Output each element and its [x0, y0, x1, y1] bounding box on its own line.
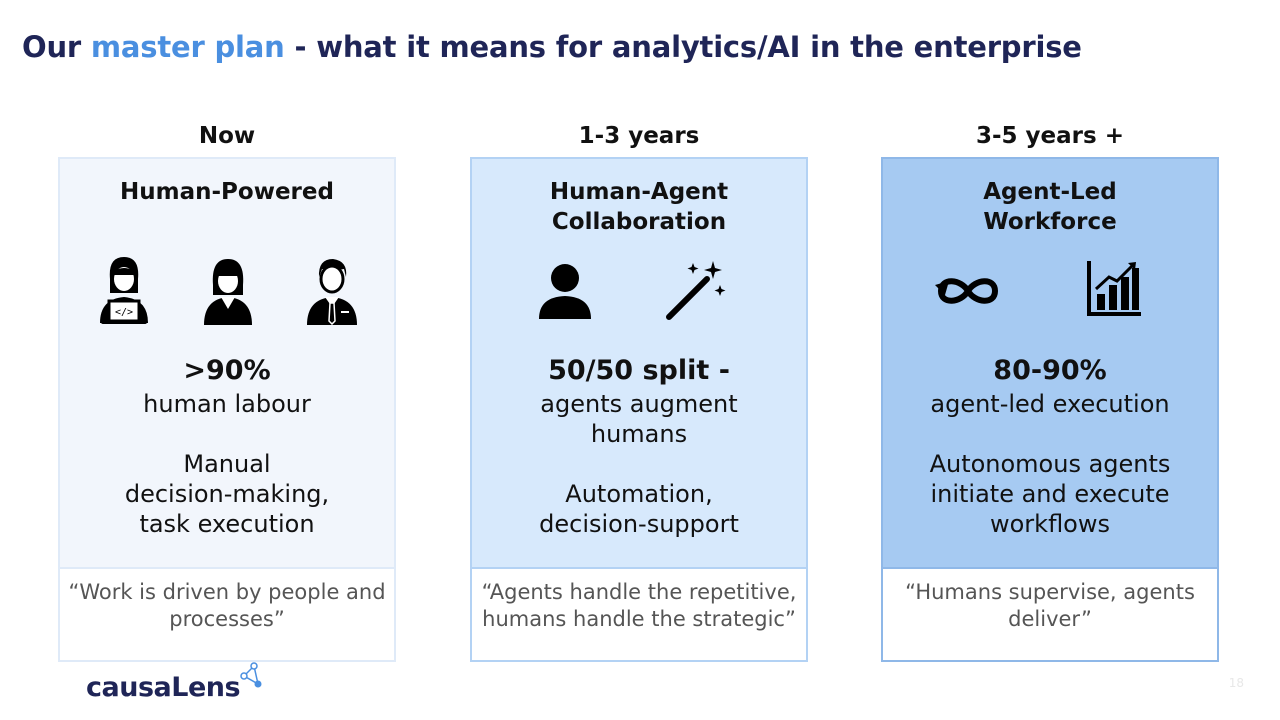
page-number: 18	[1228, 676, 1244, 690]
stat-value: >90%	[183, 355, 271, 386]
card-title: Human-Powered	[120, 179, 334, 205]
stat-caption: human labour	[143, 390, 311, 418]
card-quote: “Humans supervise, agents deliver”	[905, 580, 1195, 631]
stat-caption: agents augment humans	[540, 390, 738, 448]
column-heading-now: Now	[198, 123, 256, 149]
card-agent-led-workforce: Agent-Led Workforce 80-	[881, 157, 1219, 662]
column-heading-3-5-years: 3-5 years +	[976, 123, 1124, 149]
woman-person-icon	[201, 257, 255, 325]
card-icons	[883, 255, 1217, 327]
title-suffix: - what it means for analytics/AI in the …	[284, 30, 1082, 64]
card-human-agent-collaboration: Human-Agent Collaboration 50/50 split - …	[470, 157, 808, 662]
person-icon	[537, 263, 593, 321]
infinity-loop-icon	[933, 271, 1003, 311]
stat-value: 50/50 split -	[548, 355, 730, 386]
card-icons: </>	[60, 255, 394, 327]
developer-person-icon: </>	[96, 255, 152, 325]
card-top-panel: Human-Agent Collaboration 50/50 split - …	[472, 159, 806, 569]
card-quote: “Work is driven by people and processes”	[68, 580, 386, 631]
card-human-powered: Human-Powered </>	[58, 157, 396, 662]
title-highlight: master plan	[90, 30, 285, 64]
card-description: Automation, decision-support	[539, 480, 739, 538]
card-description: Autonomous agents initiate and execute w…	[929, 450, 1171, 538]
card-description: Manual decision-making, task execution	[124, 450, 330, 538]
businessman-person-icon	[304, 257, 360, 325]
card-title: Agent-Led Workforce	[983, 179, 1117, 235]
magic-wand-icon	[665, 259, 727, 321]
title-prefix: Our	[22, 30, 91, 64]
card-top-panel: Agent-Led Workforce 80-	[883, 159, 1217, 569]
card-icons	[472, 255, 806, 327]
page-title: Our master plan - what it means for anal…	[22, 30, 1082, 64]
svg-text:</>: </>	[115, 307, 133, 318]
causalens-logo: causaLens	[86, 672, 241, 703]
card-quote: “Agents handle the repetitive, humans ha…	[481, 580, 797, 631]
stat-value: 80-90%	[993, 355, 1107, 386]
stat-caption: agent-led execution	[930, 390, 1170, 418]
bar-chart-icon	[1086, 259, 1142, 317]
card-top-panel: Human-Powered </>	[60, 159, 394, 569]
column-heading-1-3-years: 1-3 years	[578, 123, 700, 149]
logo-network-icon	[238, 662, 264, 694]
card-title: Human-Agent Collaboration	[549, 179, 729, 235]
